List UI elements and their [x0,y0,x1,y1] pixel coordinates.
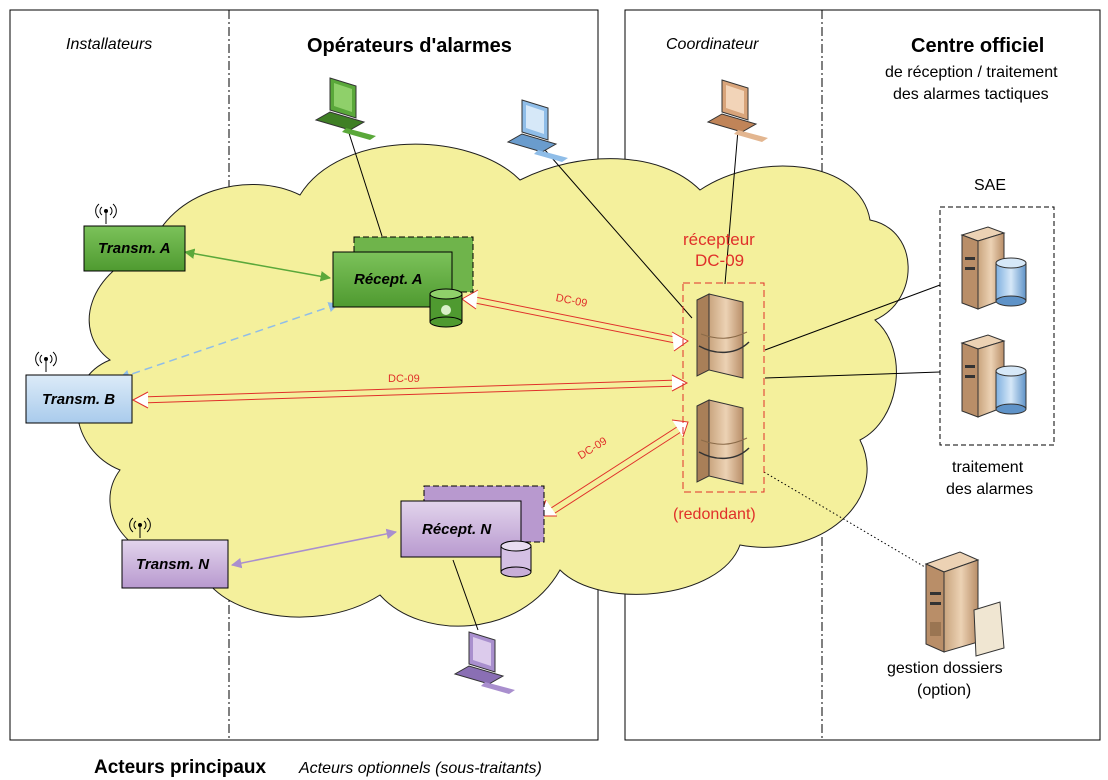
header-centre-sub2: des alarmes tactiques [893,86,1049,103]
database-icon [429,288,463,328]
antenna-icon [129,517,151,538]
recepteur-dc09-box [682,282,765,493]
server-icon[interactable] [960,226,1027,310]
computer-icon[interactable] [706,79,768,142]
dc09-link-b [131,374,689,409]
antenna-icon [35,351,57,372]
header-operateurs: Opérateurs d'alarmes [307,35,512,57]
computer-icon[interactable] [453,631,515,694]
header-coordinateur: Coordinateur [666,36,759,53]
traitement-label-line1: traitement [952,459,1024,476]
recept-a-label: Récept. A [354,271,423,288]
transm-a-label: Transm. A [98,240,171,257]
link-transm-a-recept-a [183,248,332,282]
recept-n-label: Récept. N [422,521,492,538]
database-icon [500,540,532,578]
header-installateurs: Installateurs [66,36,153,53]
dotted-link-gestion [763,471,936,574]
sae-label: SAE [974,177,1007,194]
computer-icon[interactable] [314,77,376,140]
computer-icon[interactable] [506,99,568,162]
transm-b-box[interactable] [25,374,133,424]
transm-b-label: Transm. B [42,391,116,408]
transm-n-box[interactable] [121,539,229,589]
server-icon[interactable] [960,334,1027,418]
redondant-label: (redondant) [673,506,756,523]
server-icon[interactable] [696,293,750,379]
recepteur-label-line1: récepteur [683,230,755,249]
transm-n-label: Transm. N [136,556,210,573]
dc09-label-b: DC-09 [388,373,420,385]
header-centre-sub1: de réception / traitement [885,64,1058,81]
connector-lines [347,129,941,631]
header-centre-title: Centre officiel [911,35,1045,57]
antenna-icon [95,203,117,224]
server-icon[interactable] [924,551,1005,657]
legend-principaux: Acteurs principaux [94,757,267,778]
server-icon[interactable] [696,399,750,485]
sae-box [939,206,1055,446]
recepteur-label-line2: DC-09 [695,251,745,270]
gestion-label-line2: (option) [917,682,972,699]
transm-a-box[interactable] [83,225,186,272]
link-transm-n-recept-n [230,528,398,569]
gestion-label-line1: gestion dossiers [887,660,1003,677]
legend-optionnels: Acteurs optionnels (sous-traitants) [299,760,542,777]
traitement-label-line2: des alarmes [946,481,1034,498]
